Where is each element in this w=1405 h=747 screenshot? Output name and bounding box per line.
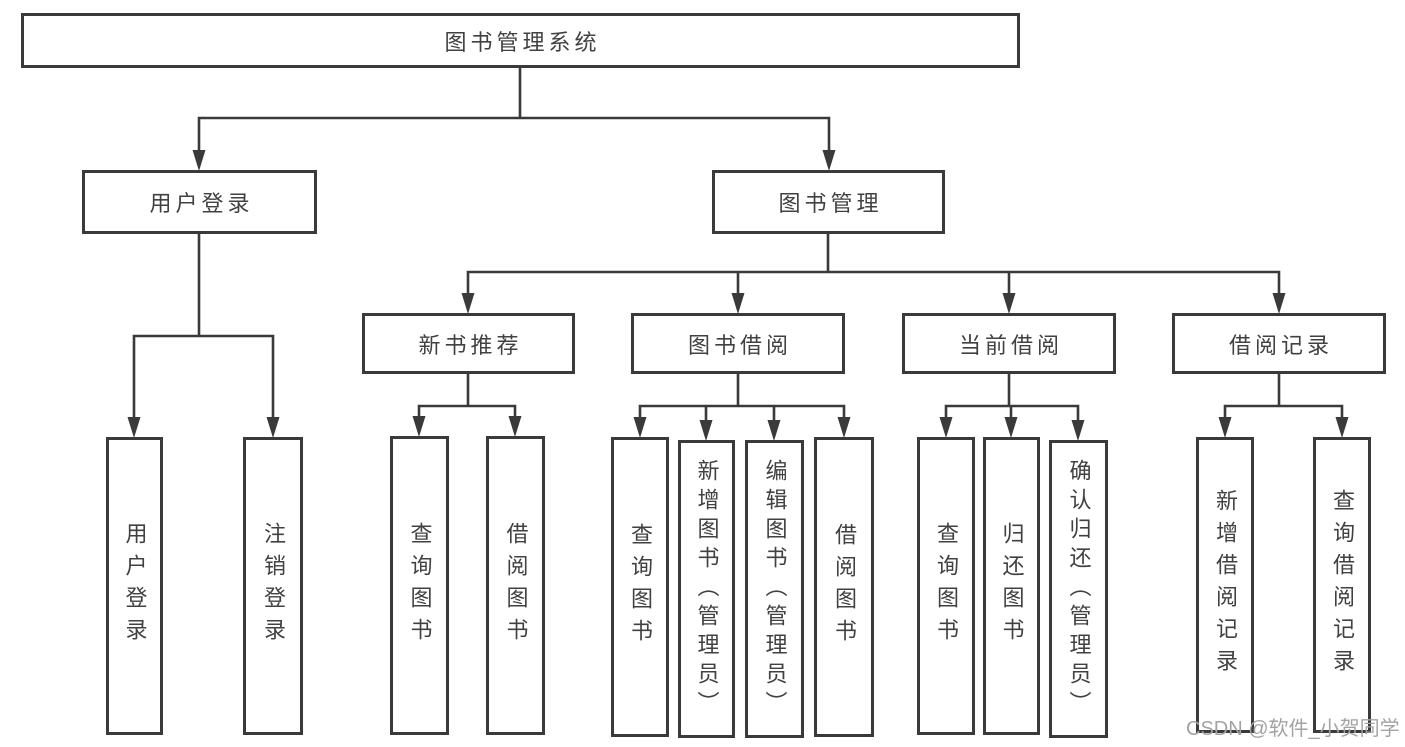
node-new-book-recommend-label: 新书推荐 — [418, 332, 523, 358]
csdn-watermark: CSDN @软件_小贺同学 — [1186, 718, 1400, 740]
leaf-bb-add-books-admin: 新增图书（管理员） — [678, 440, 735, 738]
leaf-user-login: 用户登录 — [106, 437, 163, 735]
node-book-borrowing: 图书借阅 — [631, 313, 845, 374]
leaf-br-add-record-label: 新增借阅记录 — [1213, 489, 1238, 681]
leaf-bb-borrow-books: 借阅图书 — [814, 437, 874, 737]
node-book-management-label: 图书管理 — [778, 191, 883, 216]
node-user-login: 用户登录 — [82, 170, 317, 234]
connector-line-path — [132, 68, 1344, 422]
leaf-bb-borrow-books-label: 借阅图书 — [832, 523, 857, 651]
arrowheads — [127, 150, 1349, 441]
node-borrowing-records-label: 借阅记录 — [1228, 332, 1333, 358]
leaf-cb-return-books-label: 归还图书 — [999, 522, 1025, 650]
node-borrowing-records: 借阅记录 — [1172, 313, 1386, 374]
leaf-cb-confirm-return-admin: 确认归还（管理员） — [1049, 440, 1108, 738]
leaf-br-query-record-label: 查询借阅记录 — [1330, 489, 1355, 681]
leaf-bb-add-books-admin-label: 新增图书（管理员） — [694, 458, 720, 720]
node-book-borrowing-label: 图书借阅 — [687, 332, 792, 358]
node-user-login-label: 用户登录 — [149, 191, 254, 216]
leaf-nbr-query-books-label: 查询图书 — [407, 521, 433, 650]
leaf-nbr-query-books: 查询图书 — [390, 436, 449, 735]
leaf-cb-confirm-return-admin-label: 确认归还（管理员） — [1066, 458, 1092, 720]
leaf-cb-return-books: 归还图书 — [983, 437, 1040, 735]
leaf-user-login-label: 用户登录 — [122, 522, 148, 650]
node-new-book-recommend: 新书推荐 — [362, 313, 575, 374]
leaf-nbr-borrow-books: 借阅图书 — [486, 436, 545, 735]
leaf-bb-query-books: 查询图书 — [611, 437, 669, 737]
leaf-bb-edit-books-admin: 编辑图书（管理员） — [745, 440, 804, 738]
leaf-nbr-borrow-books-label: 借阅图书 — [503, 521, 529, 650]
leaf-bb-query-books-label: 查询图书 — [628, 523, 653, 651]
node-current-borrowing: 当前借阅 — [902, 313, 1116, 374]
node-current-borrowing-label: 当前借阅 — [958, 332, 1063, 358]
leaf-br-add-record: 新增借阅记录 — [1196, 437, 1254, 733]
leaf-br-query-record: 查询借阅记录 — [1313, 437, 1371, 733]
leaf-cb-query-books: 查询图书 — [917, 437, 975, 735]
node-book-management: 图书管理 — [712, 170, 945, 234]
leaf-logout: 注销登录 — [243, 437, 303, 735]
leaf-logout-label: 注销登录 — [261, 522, 286, 650]
leaf-cb-query-books-label: 查询图书 — [934, 522, 959, 650]
leaf-bb-edit-books-admin-label: 编辑图书（管理员） — [762, 458, 788, 720]
node-library-management-system-label: 图书管理系统 — [444, 29, 601, 55]
node-library-management-system: 图书管理系统 — [21, 13, 1020, 68]
